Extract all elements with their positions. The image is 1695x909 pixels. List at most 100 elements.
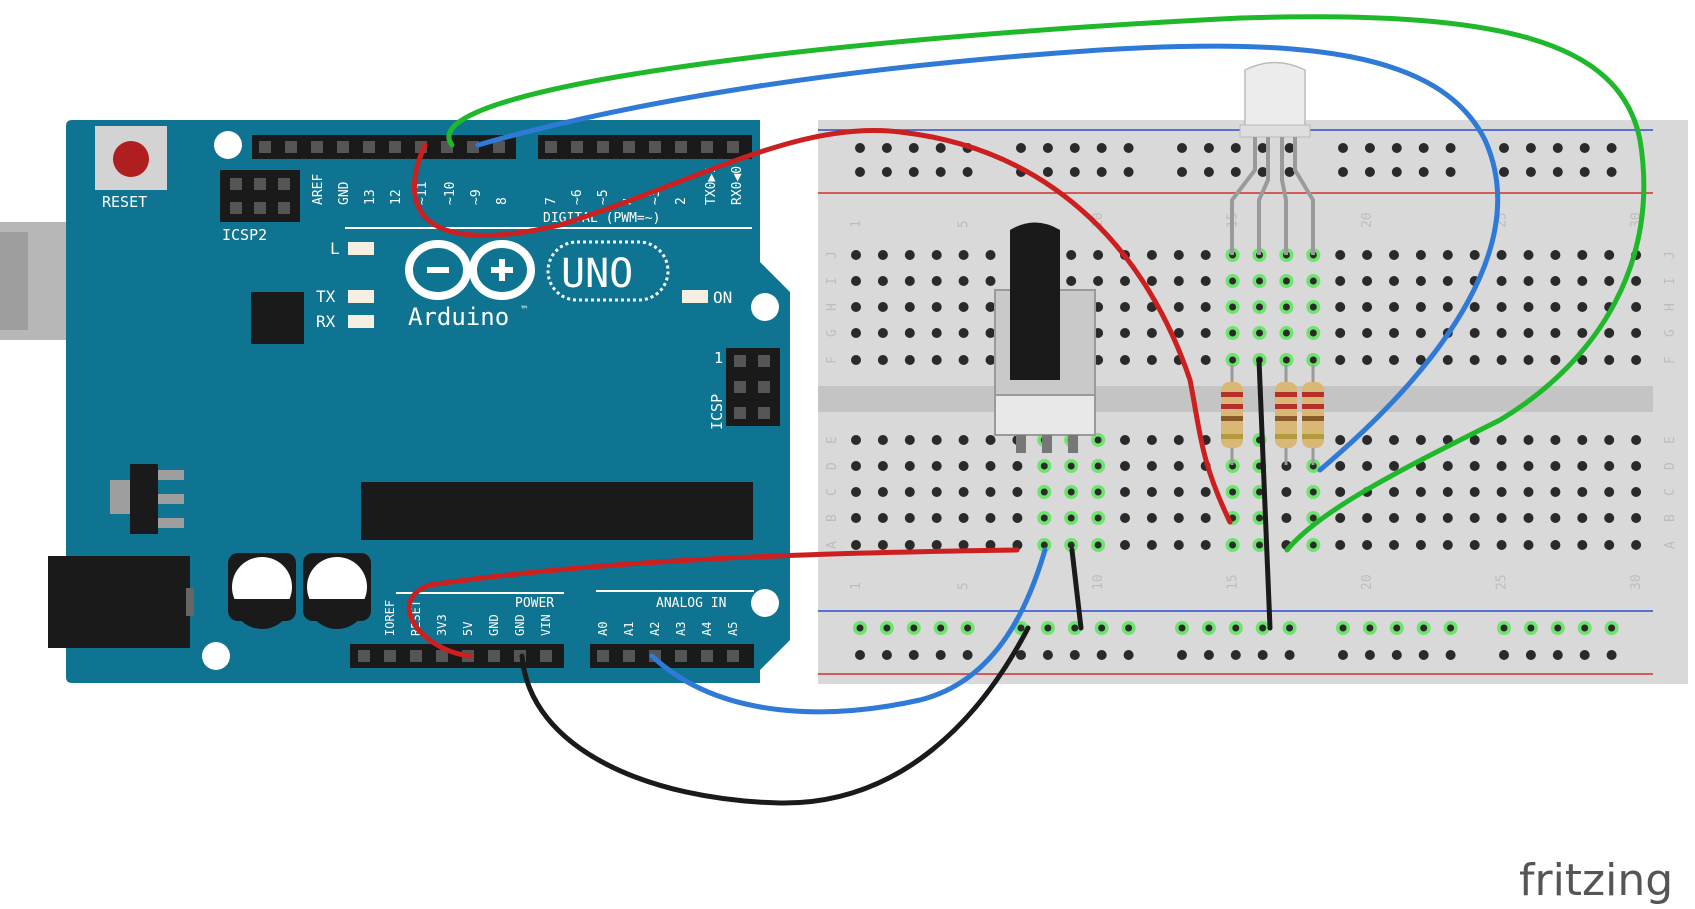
breadboard-hole (851, 328, 861, 338)
breadboard-hole (1442, 355, 1453, 365)
header-pin-hole (493, 141, 505, 153)
rail-hole (1016, 143, 1026, 153)
reset-label: RESET (102, 193, 147, 211)
breadboard-hole (931, 461, 942, 471)
breadboard-hole (1550, 355, 1561, 365)
arduino-logo (405, 240, 670, 302)
breadboard-hole (1093, 250, 1104, 260)
breadboard-hole (1200, 513, 1211, 523)
breadboard-hole-core (1094, 462, 1102, 470)
breadboard-hole (1415, 355, 1426, 365)
breadboard-hole-core (1282, 303, 1290, 311)
rail-hole-core (1232, 624, 1240, 632)
rail-hole (1525, 650, 1536, 660)
column-number: 20 (1360, 212, 1375, 228)
breadboard-hole (1362, 435, 1373, 445)
column-number: 15 (1226, 574, 1241, 590)
led-rx (348, 315, 374, 328)
breadboard-hole (1604, 487, 1615, 497)
breadboard-hole (1631, 461, 1642, 471)
breadboard-hole-core (1282, 329, 1290, 337)
rail-hole-core (1447, 624, 1455, 632)
breadboard-hole (1335, 302, 1346, 312)
rail-hole (1069, 143, 1080, 153)
voltage-regulator (110, 464, 184, 534)
row-letter: J (1663, 251, 1678, 259)
row-letter: A (1663, 541, 1678, 549)
rail-hole (1096, 167, 1107, 177)
digital-pin-label: ~6 (570, 189, 585, 205)
breadboard-hole (1415, 302, 1426, 312)
rail-hole (1579, 167, 1590, 177)
power-pin-label: 3V3 (435, 614, 449, 636)
breadboard-hole (1577, 487, 1588, 497)
digital-pin-label: 13 (363, 189, 378, 205)
digital-pin-label: RX0◀0 (730, 166, 745, 205)
power-jack (48, 556, 194, 648)
breadboard-hole (931, 435, 942, 445)
breadboard-hole (958, 328, 969, 338)
breadboard-hole (1496, 328, 1507, 338)
row-letter: E (825, 436, 840, 444)
header-pin-hole (545, 141, 557, 153)
rail-hole (1391, 650, 1402, 660)
rgb-led (1230, 61, 1315, 255)
breadboard-hole (958, 302, 969, 312)
breadboard-hole (877, 355, 888, 365)
breadboard-hole (1523, 487, 1534, 497)
breadboard-hole (958, 540, 969, 550)
rail-hole (1525, 167, 1536, 177)
digital-pin-label: 2 (674, 197, 689, 205)
rail-hole (1552, 143, 1563, 153)
breadboard-hole (1335, 276, 1346, 286)
breadboard-hole (904, 355, 915, 365)
rail-hole-core (1205, 624, 1213, 632)
breadboard-hole (1631, 276, 1642, 286)
breadboard-hole (1496, 487, 1507, 497)
breadboard-hole (1120, 540, 1130, 550)
breadboard-hole (1173, 435, 1184, 445)
breadboard-hole (1415, 513, 1426, 523)
row-letter: G (1663, 329, 1678, 337)
rail-hole-core (1420, 624, 1428, 632)
breadboard-hole (1442, 487, 1453, 497)
breadboard-hole (1469, 487, 1480, 497)
breadboard-hole (985, 461, 996, 471)
breadboard-hole-core (1040, 541, 1048, 549)
breadboard-hole (958, 513, 969, 523)
breadboard-hole (1362, 540, 1373, 550)
breadboard-hole (1362, 250, 1373, 260)
row-letter: I (825, 277, 840, 285)
wire-black-gnd-to-rail (519, 625, 1031, 806)
rail-hole (1203, 650, 1214, 660)
header-pin-hole (597, 650, 609, 662)
breadboard-hole (1362, 276, 1373, 286)
breadboard-hole-core (1309, 488, 1317, 496)
rail-hole-core (1366, 624, 1374, 632)
breadboard-hole (851, 250, 861, 260)
row-letter: B (1663, 514, 1678, 522)
breadboard-hole-core (1067, 462, 1075, 470)
mounting-hole (751, 589, 779, 617)
breadboard-hole (1146, 487, 1157, 497)
rail-hole (1284, 167, 1295, 177)
breadboard-hole (1469, 513, 1480, 523)
breadboard-hole (1389, 487, 1399, 497)
breadboard-hole (1146, 276, 1157, 286)
rail-hole (1284, 143, 1295, 153)
breadboard-hole (1362, 355, 1373, 365)
rail-hole (1499, 650, 1509, 660)
power-pin-label: GND (487, 614, 501, 636)
board-pcb (66, 120, 790, 683)
breadboard-hole (1496, 540, 1507, 550)
breadboard-hole (1523, 276, 1534, 286)
breadboard-hole (1146, 435, 1157, 445)
header-pin-hole (623, 650, 635, 662)
header-pin-hole (358, 650, 370, 662)
breadboard-hole (1120, 328, 1130, 338)
breadboard-hole-core (1094, 514, 1102, 522)
header-pin-hole (259, 141, 271, 153)
breadboard-hole (1389, 435, 1399, 445)
power-pin-label: IOREF (383, 600, 397, 636)
rail-hole-core (1393, 624, 1401, 632)
